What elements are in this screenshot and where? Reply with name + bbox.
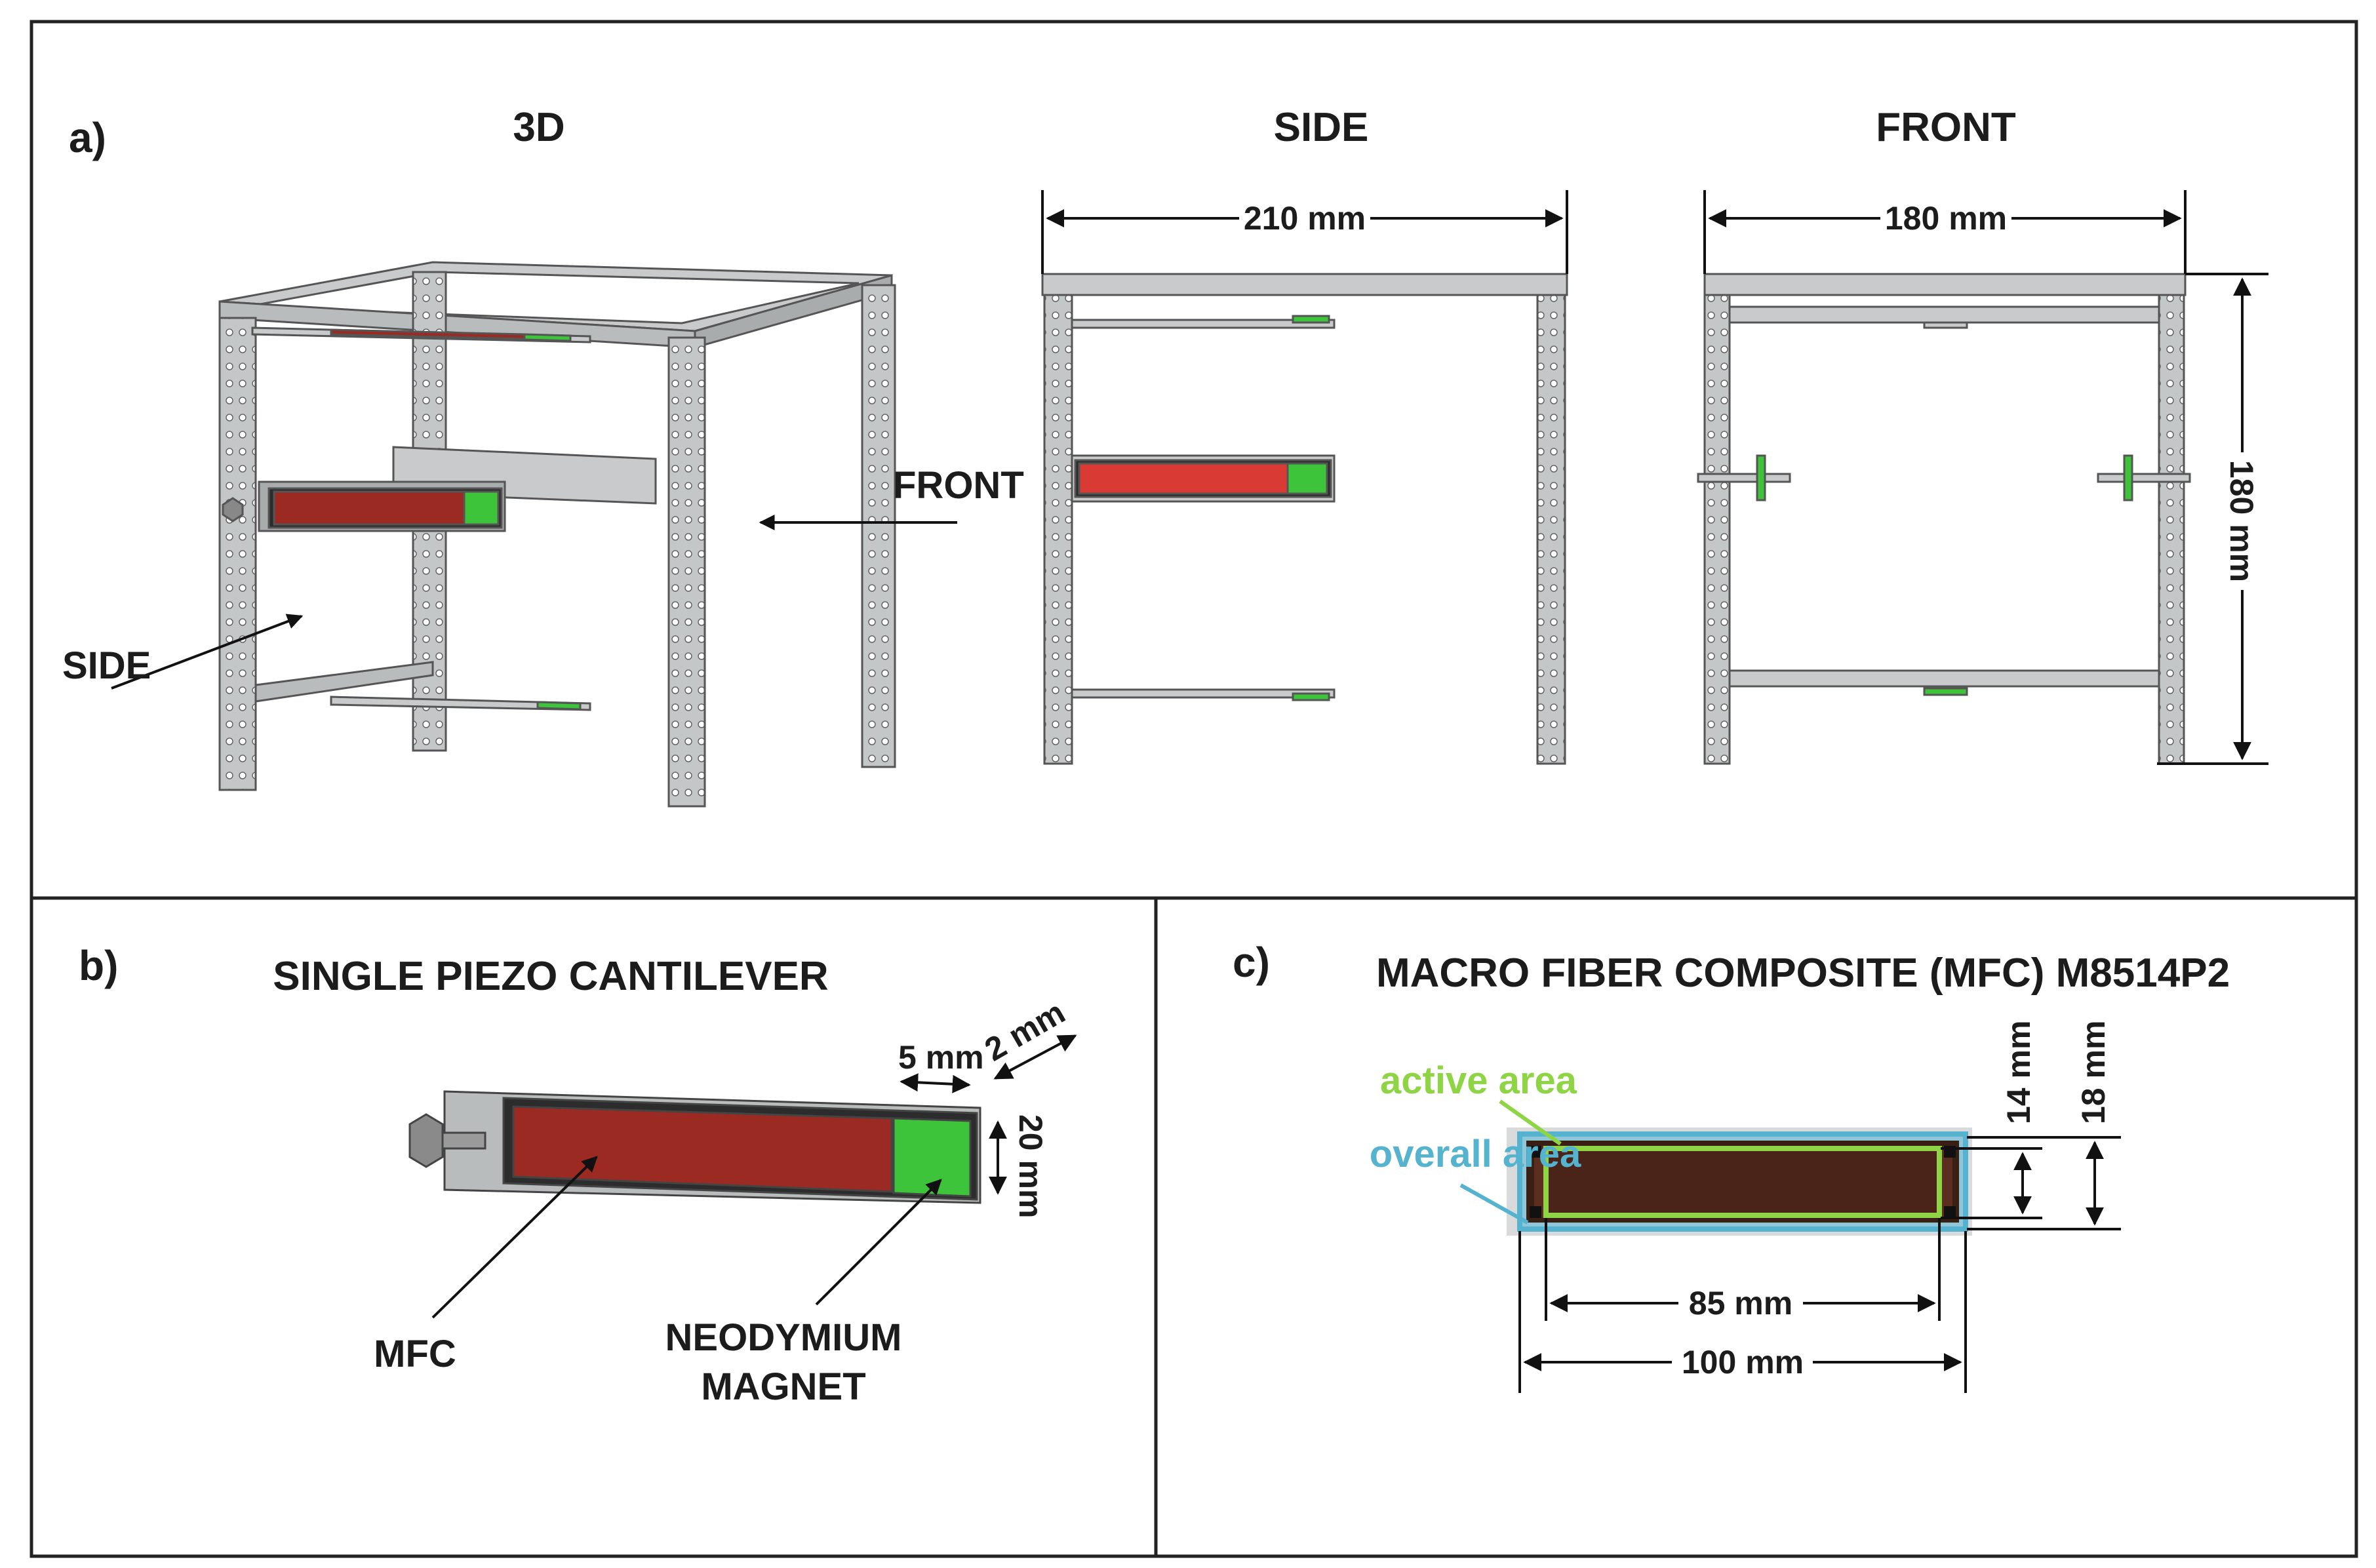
dim-100-label-bg (1672, 1345, 1813, 1379)
panel-borders (30, 20, 2358, 1558)
panel-b: b) SINGLE PIEZO CANTILEVER 5 mm 2 mm 20 … (79, 942, 1077, 1408)
view-side-title: SIDE (1274, 105, 1369, 150)
view-3d-title: 3D (513, 105, 564, 150)
side-view (1041, 273, 1568, 765)
dim-14-label: 14 mm (2000, 1021, 2037, 1124)
front-width-label: 180 mm (1885, 200, 2007, 237)
panel-b-label: b) (79, 942, 118, 989)
cantilever-dimensions (900, 1034, 1077, 1195)
overall-area-label: overall area (1370, 1133, 1581, 1175)
dim-20-label: 20 mm (1012, 1114, 1049, 1218)
mfc-label: MFC (374, 1333, 456, 1375)
mfc-drawing (1507, 1127, 1972, 1236)
view-front-title: FRONT (1876, 105, 2016, 150)
panel-c-label: c) (1233, 939, 1270, 986)
dim-2-label: 2 mm (979, 994, 1071, 1068)
cantilever-leaders (431, 1156, 942, 1319)
panel-c: c) MACRO FIBER COMPOSITE (MFC) M8514P2 a… (1233, 939, 2230, 1393)
frame-3d (218, 261, 896, 808)
panel-c-title: MACRO FIBER COMPOSITE (MFC) M8514P2 (1376, 951, 2230, 996)
arrow-front-label: FRONT (893, 464, 1024, 507)
side-width-label-bg (1239, 201, 1370, 236)
mfc-leaders (1459, 1099, 1562, 1225)
panel-a-label: a) (69, 114, 106, 161)
dim-85-label-bg (1678, 1286, 1803, 1320)
dim-85-label: 85 mm (1689, 1285, 1792, 1322)
side-width-label: 210 mm (1244, 200, 1366, 237)
front-width-label-bg (1880, 201, 2011, 236)
dim-100-label: 100 mm (1682, 1344, 1804, 1381)
panel-a: a) 3D SIDE FRONT (62, 105, 2268, 808)
front-height-label: 180 mm (2223, 460, 2260, 582)
dim-5-label: 5 mm (898, 1039, 984, 1076)
front-view (1697, 273, 2191, 765)
arrow-side-label: SIDE (62, 644, 151, 687)
active-area-label: active area (1380, 1059, 1577, 1102)
cantilever-drawing (408, 1090, 981, 1204)
front-height-label-bg (2225, 452, 2260, 590)
magnet-label-line1: NEODYMIUM (665, 1316, 902, 1359)
magnet-label-line2: MAGNET (701, 1365, 865, 1408)
dim-18-label: 18 mm (2075, 1021, 2112, 1124)
panel-b-title: SINGLE PIEZO CANTILEVER (273, 954, 828, 999)
arrows-3d (111, 515, 957, 690)
